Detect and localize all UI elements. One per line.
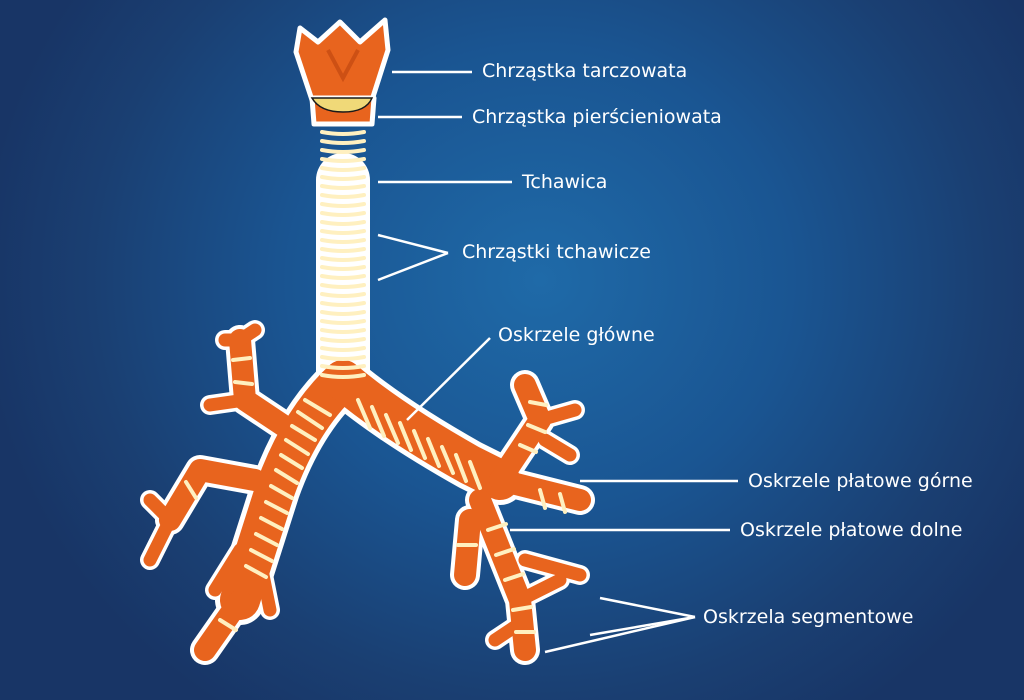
thyroid-cartilage — [296, 20, 388, 100]
tracheal-ring — [322, 303, 364, 305]
tracheal-ring — [322, 177, 364, 179]
tracheal-ring — [322, 258, 364, 260]
tracheal-ring — [322, 150, 364, 152]
tracheal-ring — [322, 366, 364, 368]
tracheal-ring — [322, 330, 364, 332]
tracheal-ring — [322, 339, 364, 341]
tracheal-ring — [322, 222, 364, 224]
label-trachea: Tchawica — [522, 173, 607, 192]
tracheal-ring — [322, 375, 364, 377]
tracheal-ring — [322, 195, 364, 197]
tracheal-ring — [322, 276, 364, 278]
cricoid-cartilage — [312, 98, 374, 124]
label-segmental-bronchi: Oskrzela segmentowe — [703, 608, 913, 627]
tracheal-ring — [322, 357, 364, 359]
tracheal-ring — [322, 159, 364, 161]
tracheal-ring — [322, 348, 364, 350]
label-cricoid-cartilage: Chrząstka pierścieniowata — [472, 108, 722, 127]
tracheal-ring — [322, 249, 364, 251]
tracheal-ring — [322, 231, 364, 233]
label-upper-lobar-bronchus: Oskrzele płatowe górne — [748, 472, 973, 491]
label-tracheal-cartilages: Chrząstki tchawicze — [462, 243, 651, 262]
tracheal-ring — [322, 186, 364, 188]
label-lower-lobar-bronchus: Oskrzele płatowe dolne — [740, 521, 962, 540]
tracheal-ring — [322, 312, 364, 314]
tracheal-ring — [322, 168, 364, 170]
label-thyroid-cartilage: Chrząstka tarczowata — [482, 62, 687, 81]
tracheal-ring — [322, 321, 364, 323]
tracheal-ring — [322, 213, 364, 215]
tracheal-ring — [322, 267, 364, 269]
tracheal-ring — [322, 141, 364, 143]
tracheal-ring — [322, 240, 364, 242]
tracheal-ring — [322, 285, 364, 287]
label-main-bronchus: Oskrzele główne — [498, 326, 655, 345]
tracheal-ring — [322, 204, 364, 206]
tracheal-ring — [322, 132, 364, 134]
tracheal-ring — [322, 294, 364, 296]
